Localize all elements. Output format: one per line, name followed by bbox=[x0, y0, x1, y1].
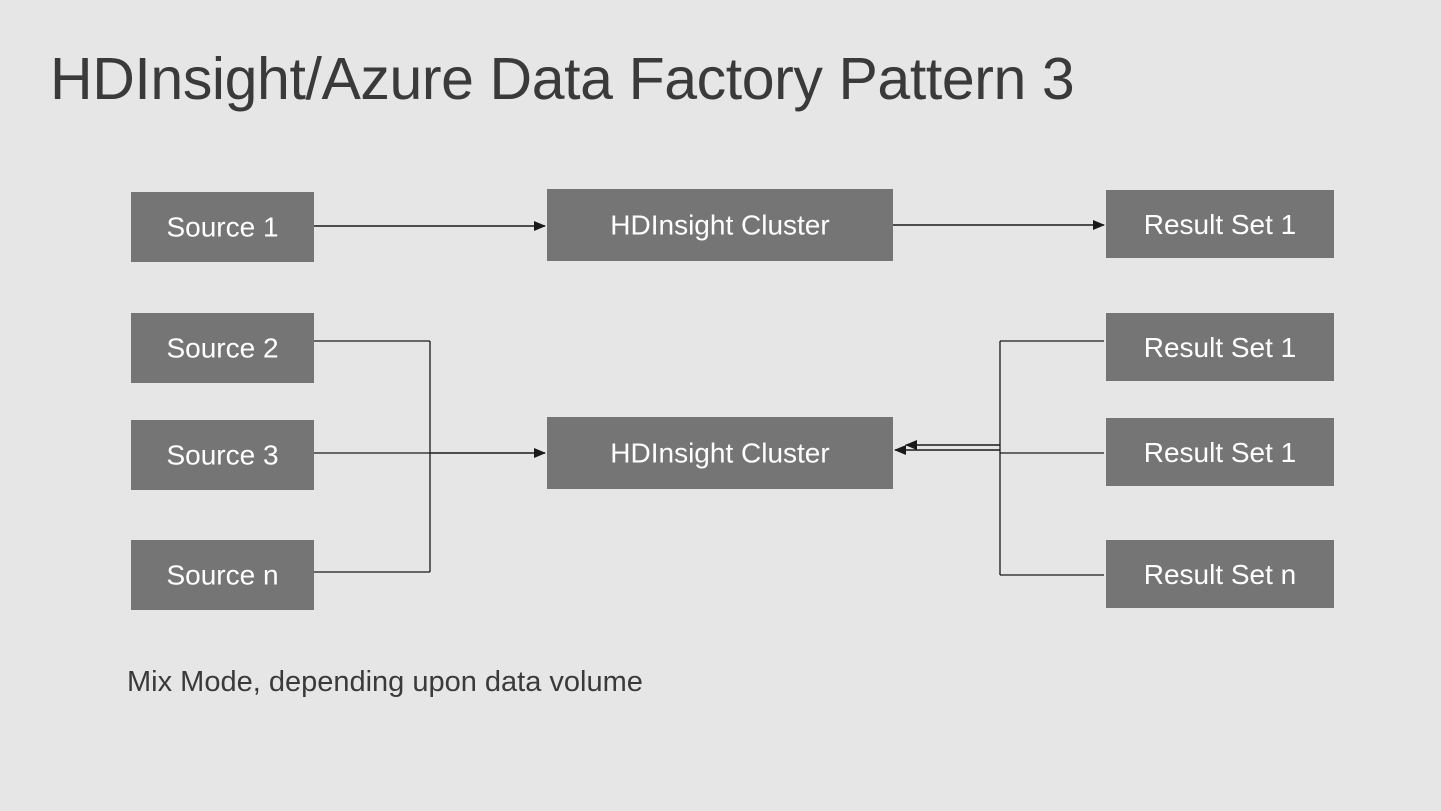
node-result-set-3[interactable]: Result Set 1 bbox=[1106, 418, 1334, 486]
node-hdinsight-cluster-top[interactable]: HDInsight Cluster bbox=[547, 189, 893, 261]
node-label: HDInsight Cluster bbox=[610, 209, 830, 241]
node-label: Source n bbox=[166, 559, 279, 591]
node-result-set-n[interactable]: Result Set n bbox=[1106, 540, 1334, 608]
node-label: Result Set n bbox=[1143, 559, 1297, 590]
slide-caption: Mix Mode, depending upon data volume bbox=[127, 666, 643, 698]
node-result-set-2[interactable]: Result Set 1 bbox=[1106, 313, 1334, 381]
node-label: Source 3 bbox=[166, 439, 279, 471]
node-hdinsight-cluster-bottom[interactable]: HDInsight Cluster bbox=[547, 417, 893, 489]
node-label: Source 2 bbox=[166, 332, 279, 364]
node-result-set-1[interactable]: Result Set 1 bbox=[1106, 190, 1334, 258]
node-label: Source 1 bbox=[166, 211, 279, 243]
node-source-n[interactable]: Source n bbox=[131, 540, 314, 610]
node-source-2[interactable]: Source 2 bbox=[131, 313, 314, 383]
node-label: Result Set 1 bbox=[1143, 209, 1297, 240]
node-label: Result Set 1 bbox=[1143, 332, 1297, 363]
node-label: HDInsight Cluster bbox=[610, 437, 830, 469]
node-source-3[interactable]: Source 3 bbox=[131, 420, 314, 490]
node-label: Result Set 1 bbox=[1143, 437, 1297, 468]
node-source-1[interactable]: Source 1 bbox=[131, 192, 314, 262]
page-title: HDInsight/Azure Data Factory Pattern 3 bbox=[50, 46, 1075, 112]
